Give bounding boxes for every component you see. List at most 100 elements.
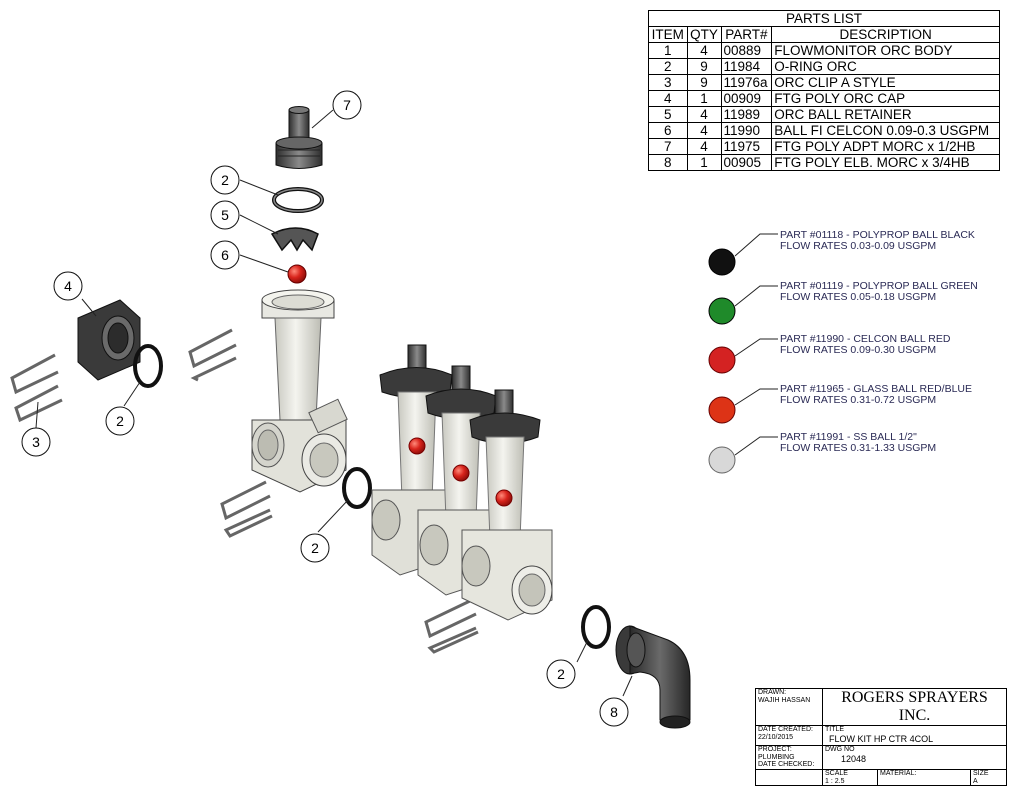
balloon-item-2 (105, 406, 135, 436)
dwg-no-label: DWG NO (825, 746, 855, 753)
cell-description: ORC CLIP A STYLE (771, 74, 1000, 91)
balloon-item-2 (546, 659, 576, 689)
ball-legend-flow: FLOW RATES 0.31-1.33 USGPM (780, 442, 937, 454)
material-cell: MATERIAL: (877, 769, 971, 786)
cell-qty: 4 (686, 42, 722, 59)
column-header-part: PART# (720, 26, 773, 43)
balloon-item-2 (300, 533, 330, 563)
cell-description: ORC BALL RETAINER (771, 106, 1000, 123)
cell-item: 3 (648, 74, 688, 91)
date-created-cell: DATE CREATED: 22/10/2015 (755, 725, 823, 746)
cell-item: 2 (648, 58, 688, 75)
cell-qty: 1 (686, 154, 722, 171)
ball-legend-flow: FLOW RATES 0.31-0.72 USGPM (780, 394, 937, 406)
cell-description: FTG POLY ADPT MORC x 1/2HB (771, 138, 1000, 155)
cell-part: 11989 (720, 106, 773, 123)
o-ring-part (133, 344, 163, 388)
drawn-label: DRAWN: (758, 689, 787, 696)
drawn-cell: DRAWN: WAJIH HASSAN (755, 688, 823, 726)
date-checked-label: DATE CHECKED: (758, 761, 815, 768)
table-row: 1 4 00889 FLOWMONITOR ORC BODY (648, 42, 1000, 59)
ball-legend-part: PART #11965 - GLASS BALL RED/BLUE (780, 383, 973, 395)
ball-legend-black: PART #01118 - POLYPROP BALL BLACK FLOW R… (780, 230, 975, 252)
ball-legend-part: PART #01118 - POLYPROP BALL BLACK (780, 229, 975, 241)
ball-retainer-part (270, 227, 319, 252)
ball-swatches (708, 248, 736, 474)
cell-qty: 1 (686, 90, 722, 107)
column-header-qty: QTY (686, 26, 722, 43)
ball-legend-part: PART #11990 - CELCON BALL RED (780, 333, 951, 345)
scale-value: 1 : 2.5 (825, 777, 845, 785)
cell-qty: 9 (686, 74, 722, 91)
balloon-item-7-label: 7 (343, 97, 351, 113)
balloon-item-8-label: 8 (610, 704, 618, 720)
cell-description: O-RING ORC (771, 58, 1000, 75)
cell-item: 5 (648, 106, 688, 123)
cell-item: 7 (648, 138, 688, 155)
orc-cap-part (77, 299, 141, 381)
title-block: DRAWN: WAJIH HASSAN ROGERS SPRAYERS INC.… (755, 688, 1007, 786)
cell-description: BALL FI CELCON 0.09-0.3 USGPM (771, 122, 1000, 139)
cell-qty: 4 (686, 106, 722, 123)
cell-part: 00905 (720, 154, 773, 171)
parts-list-table: PARTS LIST ITEM QTY PART# DESCRIPTION 1 … (648, 10, 1000, 171)
table-row: 2 9 11984 O-RING ORC (648, 58, 1000, 75)
o-ring-part (342, 467, 372, 509)
ball-legend-flow: FLOW RATES 0.09-0.30 USGPM (780, 344, 937, 356)
dwg-no-value: 12048 (841, 753, 867, 764)
balloon-item-2-label: 2 (116, 413, 124, 429)
o-ring-part (581, 605, 611, 649)
project-cell: PROJECT: PLUMBING DATE CHECKED: (755, 745, 823, 770)
drawing-title: FLOW KIT HP CTR 4COL (829, 733, 934, 744)
table-row: 4 1 00909 FTG POLY ORC CAP (648, 90, 1000, 107)
cell-description: FTG POLY ORC CAP (771, 90, 1000, 107)
ball-legend-red-blue: PART #11965 - GLASS BALL RED/BLUE FLOW R… (780, 384, 972, 406)
parts-list-title: PARTS LIST (648, 10, 1000, 27)
balloon-item-5 (210, 200, 240, 230)
balloon-item-7 (332, 90, 362, 120)
cell-description: FTG POLY ELB. MORC x 3/4HB (771, 154, 1000, 171)
size-cell: SIZE A (970, 769, 1007, 786)
balloon-item-6 (210, 240, 240, 270)
ball-swatch-green (708, 297, 736, 325)
ball-legend-green: PART #01119 - POLYPROP BALL GREEN FLOW R… (780, 281, 978, 303)
ball-legend-part: PART #11991 - SS BALL 1/2" (780, 431, 917, 443)
balloon-item-2-label: 2 (557, 666, 565, 682)
elbow-fitting-part (615, 625, 691, 729)
ball-swatch-red (708, 346, 736, 374)
orc-clip-part (424, 598, 479, 654)
drawn-value: WAJIH HASSAN (758, 696, 811, 704)
title-label: TITLE (825, 726, 845, 733)
red-ball-part (287, 264, 307, 284)
project-value: PLUMBING (758, 753, 795, 761)
ball-legend-steel: PART #11991 - SS BALL 1/2" FLOW RATES 0.… (780, 432, 936, 454)
scale-cell: SCALE 1 : 2.5 (822, 769, 878, 786)
size-value: A (973, 777, 978, 785)
company-name: ROGERS SPRAYERS INC. (822, 688, 1007, 726)
date-created-value: 22/10/2015 (758, 733, 794, 741)
balloon-callouts: 7 2 5 6 4 2 3 2 2 8 (21, 90, 629, 727)
cell-qty: 9 (686, 58, 722, 75)
table-row: 8 1 00905 FTG POLY ELB. MORC x 3/4HB (648, 154, 1000, 171)
cell-item: 4 (648, 90, 688, 107)
ball-legend-red: PART #11990 - CELCON BALL RED FLOW RATES… (780, 334, 950, 356)
blank-cell (755, 769, 823, 786)
date-created-label: DATE CREATED: (758, 726, 813, 733)
balloon-item-3 (21, 427, 51, 457)
balloon-item-3-label: 3 (32, 434, 40, 450)
flowmonitor-body-part (251, 289, 348, 493)
cell-item: 1 (648, 42, 688, 59)
balloon-item-2 (210, 165, 240, 195)
adapter-fitting-part (275, 106, 323, 169)
cell-part: 00889 (720, 42, 773, 59)
ball-legend-flow: FLOW RATES 0.05-0.18 USGPM (780, 291, 937, 303)
cell-item: 6 (648, 122, 688, 139)
project-label: PROJECT: (758, 746, 792, 753)
cell-part: 11984 (720, 58, 773, 75)
cell-part: 00909 (720, 90, 773, 107)
balloon-item-4-label: 4 (64, 278, 72, 294)
callout-leader-lines (35, 109, 778, 697)
ball-legend-flow: FLOW RATES 0.03-0.09 USGPM (780, 240, 937, 252)
cell-qty: 4 (686, 138, 722, 155)
balloon-item-8 (599, 697, 629, 727)
